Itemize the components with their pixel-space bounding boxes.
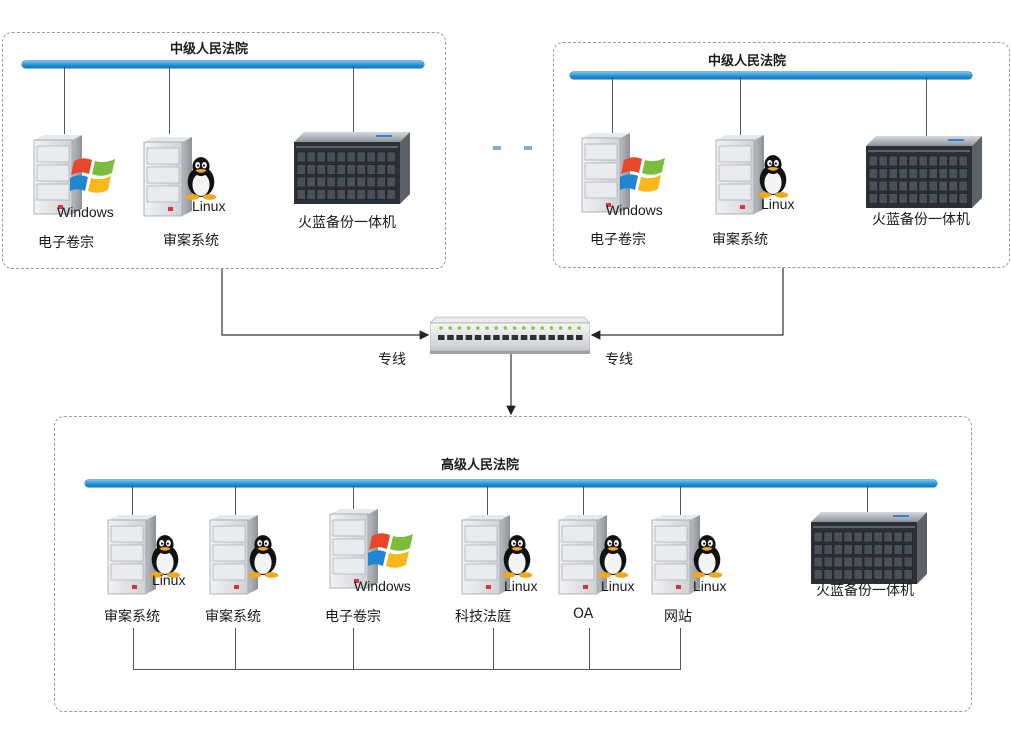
device-label-case-system: 审案系统 — [712, 232, 768, 248]
line-label-right: 专线 — [605, 352, 633, 368]
storage-rack-icon — [800, 510, 930, 586]
bus-drop-line — [583, 486, 584, 518]
court-bottom-box — [54, 416, 972, 712]
device-label-oa: OA — [573, 606, 594, 622]
device-label-backup: 火蓝备份一体机 — [298, 215, 396, 231]
linux-penguin-icon — [182, 156, 220, 200]
bus-drop-line — [740, 77, 741, 135]
linux-penguin-icon — [244, 534, 282, 578]
bus-drop-line — [235, 486, 236, 518]
os-label-linux: Linux — [601, 578, 635, 594]
device-label-tech-court: 科技法庭 — [455, 609, 511, 625]
storage-rack-icon — [286, 130, 410, 206]
network-bus-bottom — [85, 480, 937, 487]
network-bus-right — [570, 72, 972, 79]
bus-drop-line — [353, 486, 354, 512]
ellipsis-dash — [524, 146, 532, 150]
device-label-case-system: 审案系统 — [205, 609, 261, 625]
linux-penguin-icon — [594, 534, 632, 578]
device-label-case-system: 审案系统 — [104, 609, 160, 625]
bottom-link-drop — [133, 628, 134, 670]
windows-logo-icon — [620, 152, 670, 196]
linux-penguin-icon — [688, 534, 726, 578]
device-label-e-files: 电子卷宗 — [590, 232, 646, 248]
os-label-windows: Windows — [354, 578, 411, 594]
switch-ports — [438, 326, 583, 340]
bottom-link-line — [133, 669, 681, 670]
ellipsis-dash — [493, 146, 501, 150]
linux-penguin-icon — [754, 154, 792, 198]
bottom-link-drop — [589, 628, 590, 670]
linux-penguin-icon — [498, 534, 536, 578]
bottom-link-drop — [353, 628, 354, 670]
bus-drop-line — [353, 66, 354, 138]
windows-logo-icon — [70, 153, 120, 197]
os-label-linux: Linux — [192, 198, 226, 214]
device-label-e-files: 电子卷宗 — [38, 235, 94, 251]
os-label-linux: Linux — [761, 196, 795, 212]
network-switch-icon — [430, 316, 590, 354]
os-label-windows: Windows — [606, 202, 663, 218]
os-label-linux: Linux — [152, 572, 186, 588]
court-left-box — [2, 32, 446, 269]
device-label-e-files: 电子卷宗 — [325, 609, 381, 625]
bottom-link-drop — [235, 628, 236, 670]
court-bottom-title: 高级人民法院 — [441, 458, 520, 473]
os-label-windows: Windows — [57, 204, 114, 220]
device-label-backup: 火蓝备份一体机 — [872, 212, 970, 228]
bus-drop-line — [680, 486, 681, 516]
os-label-linux: Linux — [693, 578, 727, 594]
bus-drop-line — [867, 486, 868, 514]
bus-drop-line — [64, 66, 65, 134]
network-bus-left — [22, 61, 424, 68]
bus-drop-line — [132, 486, 133, 518]
windows-logo-icon — [368, 528, 418, 572]
device-label-website: 网站 — [664, 609, 692, 625]
court-right-title: 中级人民法院 — [708, 54, 787, 69]
court-right-box — [553, 42, 1010, 268]
os-label-linux: Linux — [504, 578, 538, 594]
bus-drop-line — [487, 486, 488, 516]
bottom-link-drop — [680, 628, 681, 670]
device-label-case-system: 审案系统 — [163, 233, 219, 249]
line-label-left: 专线 — [378, 352, 406, 368]
bottom-link-drop — [493, 628, 494, 670]
device-label-backup: 火蓝备份一体机 — [816, 583, 914, 599]
bus-drop-line — [926, 77, 927, 139]
bus-drop-line — [612, 77, 613, 133]
bus-drop-line — [169, 66, 170, 134]
court-left-title: 中级人民法院 — [170, 42, 249, 57]
storage-rack-icon — [858, 134, 982, 210]
